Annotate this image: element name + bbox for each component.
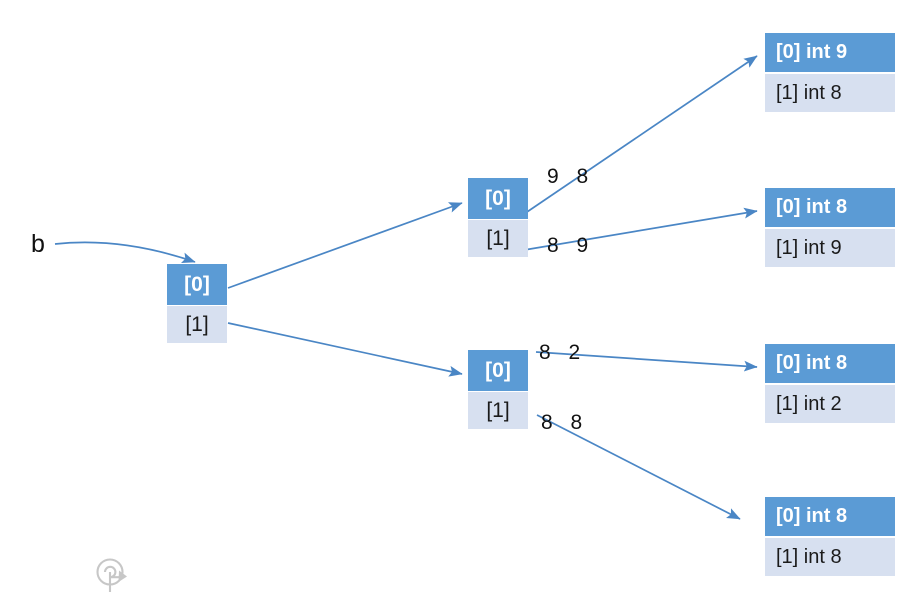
root-slot-1[interactable]: [1] xyxy=(167,306,227,343)
edge-label-mid-upper-slot1: 8 9 xyxy=(547,234,595,257)
edge-label-mid-upper-slot0: 9 8 xyxy=(547,165,595,188)
edge-b-to-root xyxy=(54,241,196,263)
node-mid-upper[interactable]: [0] [1] xyxy=(468,178,528,257)
leaf-3-slot-1[interactable]: [1] int 2 xyxy=(765,385,895,423)
node-leaf-3[interactable]: [0] int 8 [1] int 2 xyxy=(765,344,895,423)
refresh-circle-icon xyxy=(93,556,135,595)
mid-upper-slot-1[interactable]: [1] xyxy=(468,220,528,257)
mid-lower-slot-1[interactable]: [1] xyxy=(468,392,528,429)
leaf-3-slot-0[interactable]: [0] int 8 xyxy=(765,344,895,383)
variable-label-b: b xyxy=(31,230,45,258)
leaf-2-slot-0[interactable]: [0] int 8 xyxy=(765,188,895,227)
edge-root0-to-mid-upper xyxy=(227,202,463,289)
leaf-4-slot-1[interactable]: [1] int 8 xyxy=(765,538,895,576)
leaf-1-slot-1[interactable]: [1] int 8 xyxy=(765,74,895,112)
leaf-2-slot-1[interactable]: [1] int 9 xyxy=(765,229,895,267)
leaf-4-slot-0[interactable]: [0] int 8 xyxy=(765,497,895,536)
edge-label-mid-lower-slot1: 8 8 xyxy=(541,411,589,434)
root-slot-0[interactable]: [0] xyxy=(167,264,227,305)
leaf-1-slot-0[interactable]: [0] int 9 xyxy=(765,33,895,72)
node-leaf-2[interactable]: [0] int 8 [1] int 9 xyxy=(765,188,895,267)
mid-upper-slot-0[interactable]: [0] xyxy=(468,178,528,219)
edge-root1-to-mid-lower xyxy=(227,322,463,377)
node-leaf-1[interactable]: [0] int 9 [1] int 8 xyxy=(765,33,895,112)
node-leaf-4[interactable]: [0] int 8 [1] int 8 xyxy=(765,497,895,576)
node-mid-lower[interactable]: [0] [1] xyxy=(468,350,528,429)
edge-label-mid-lower-slot0: 8 2 xyxy=(539,341,587,364)
edge-mid-upper0-to-leaf1 xyxy=(523,55,758,215)
node-root[interactable]: [0] [1] xyxy=(167,264,227,343)
mid-lower-slot-0[interactable]: [0] xyxy=(468,350,528,391)
